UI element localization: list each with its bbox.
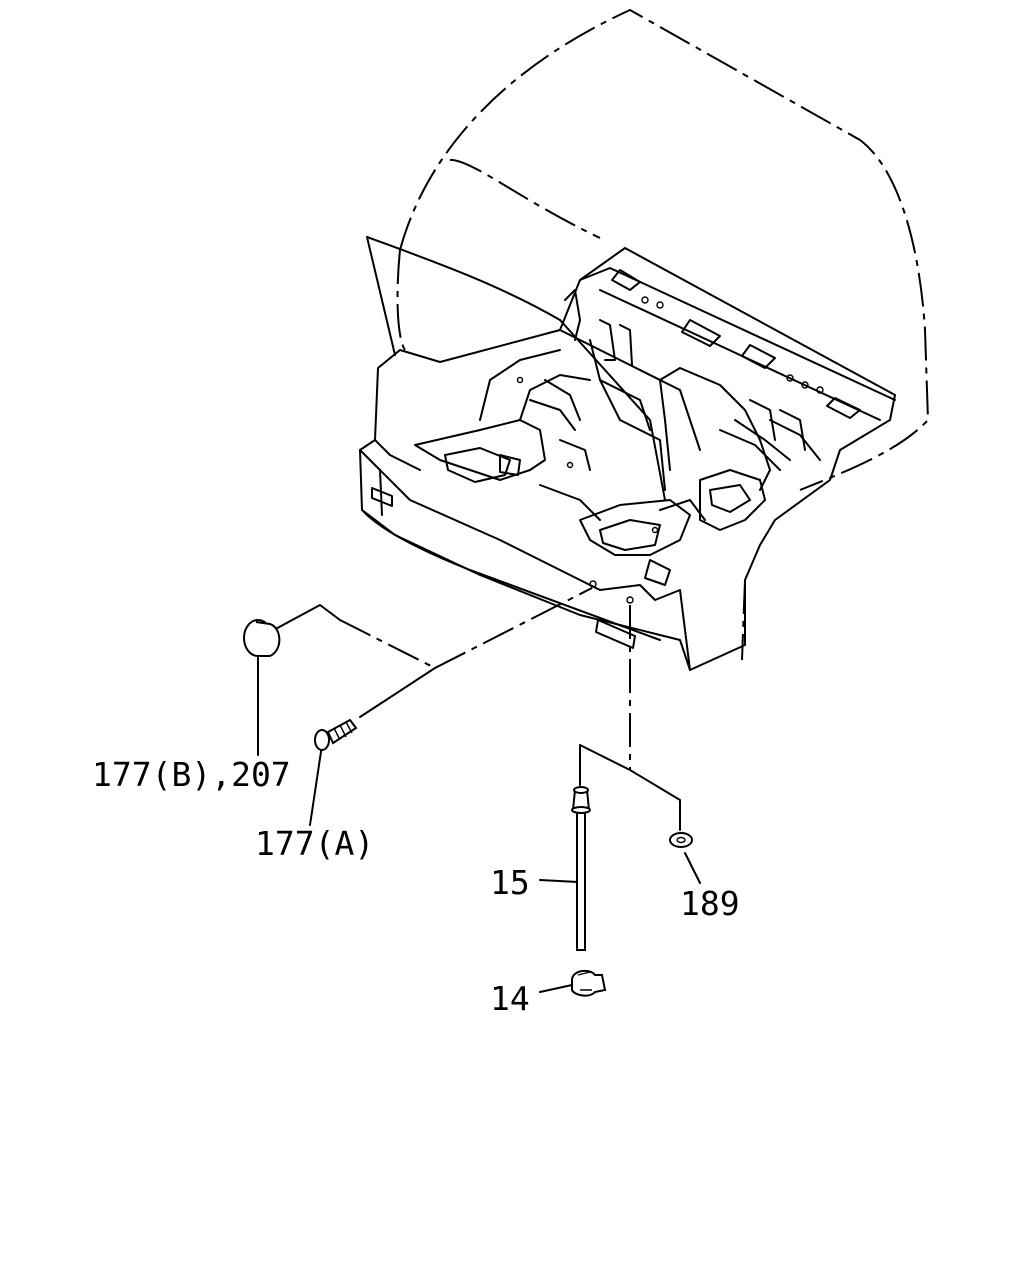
screw-part [314, 718, 358, 751]
label-177b-207: 177(B),207 [92, 755, 291, 794]
label-15: 15 [490, 863, 530, 902]
phantom-sheet [366, 236, 666, 501]
label-177a: 177(A) [255, 824, 374, 863]
leader-lines [257, 587, 701, 993]
cap-plug-part [243, 619, 281, 657]
label-14: 14 [490, 979, 530, 1018]
floor-panel-assembly [359, 247, 896, 671]
clip-nut-part [571, 969, 607, 997]
washer-part [669, 832, 693, 848]
cab-phantom-outline [396, 8, 930, 661]
stud-rod-part [571, 786, 591, 951]
label-189: 189 [680, 884, 740, 923]
